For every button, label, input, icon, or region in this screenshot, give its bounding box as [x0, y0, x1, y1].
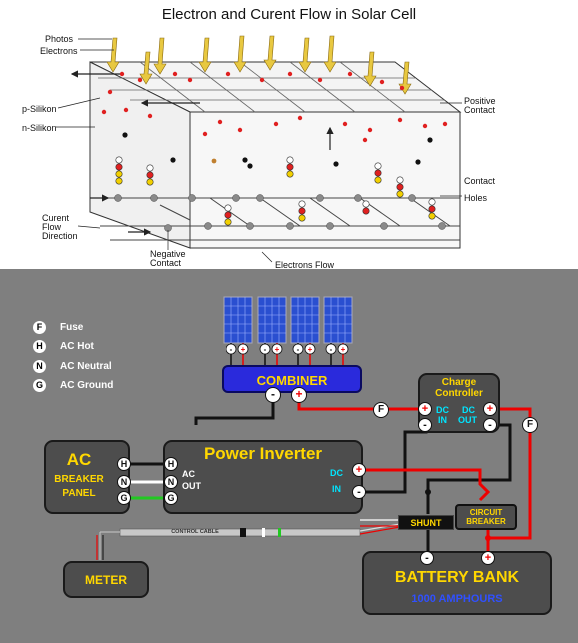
dc-out-label-2: OUT — [458, 415, 477, 425]
label-negative-contact: Contact — [150, 258, 182, 268]
solar-panels — [223, 296, 353, 344]
inverter-in-label: IN — [332, 484, 341, 494]
inverter-hot-terminal-icon: H — [164, 457, 178, 471]
svg-text:+: + — [275, 345, 280, 354]
fuse-icon: F — [373, 402, 389, 418]
legend-fuse-label: Fuse — [60, 321, 84, 333]
control-cable-label: CONTROL CABLE — [171, 529, 219, 535]
fuse-icon: F — [522, 417, 538, 433]
cc-in-negative-terminal: - — [418, 418, 432, 432]
neutral-key-icon: N — [33, 359, 46, 373]
ac-out-label-2: OUT — [182, 481, 201, 491]
combiner-box: COMBINER — [222, 365, 362, 393]
combiner-label: COMBINER — [256, 373, 328, 388]
label-flow: Flow — [42, 222, 62, 232]
battery-bank-label: BATTERY BANK — [394, 569, 520, 586]
label-n-silikon: n-Silikon — [22, 123, 57, 133]
top-diagram-title: Electron and Curent Flow in Solar Cell — [161, 6, 417, 23]
label-contact: Contact — [464, 176, 496, 186]
hot-terminal-icon: H — [117, 457, 131, 471]
svg-text:-: - — [230, 345, 233, 354]
label-p-silikon: p-Silikon — [22, 104, 57, 114]
svg-text:-: - — [264, 345, 267, 354]
ground-key-icon: G — [33, 378, 46, 392]
battery-bank-box: BATTERY BANK 1000 AMPHOURS — [362, 551, 552, 615]
cell-front-face — [189, 111, 461, 249]
battery-capacity-label: 1000 AMPHOURS — [411, 593, 503, 605]
inverter-dc-label: DC — [330, 468, 343, 478]
charge-controller-label-2: Controller — [435, 388, 483, 399]
legend-fuse: F Fuse — [33, 319, 83, 335]
battery-positive-terminal: + — [481, 551, 495, 565]
svg-text:-: - — [330, 345, 333, 354]
fuse-key-icon: F — [33, 320, 46, 334]
label-holes: Holes — [464, 193, 488, 203]
shunt-box: SHUNT — [398, 515, 454, 530]
solar-panel — [223, 296, 253, 344]
legend-ac-ground-label: AC Ground — [60, 379, 114, 391]
cc-out-positive-terminal: + — [483, 402, 497, 416]
circuit-breaker-box: CIRCUIT BREAKER — [455, 504, 517, 530]
charge-controller-label-1: Charge — [441, 377, 477, 388]
svg-text:+: + — [341, 345, 346, 354]
inverter-dc-negative-terminal: - — [352, 485, 366, 499]
inverter-ground-terminal-icon: G — [164, 491, 178, 505]
legend-ac-hot-label: AC Hot — [60, 340, 94, 352]
ac-panel-label-1: AC — [66, 450, 92, 469]
combiner-negative-terminal: - — [265, 387, 281, 403]
meter-box: METER — [63, 561, 149, 598]
power-inverter-box: Power Inverter AC OUT DC IN — [163, 440, 363, 514]
cc-in-positive-terminal: + — [418, 402, 432, 416]
dc-out-label-1: DC — [462, 405, 475, 415]
inverter-dc-positive-terminal: + — [352, 463, 366, 477]
hole-stack — [115, 156, 123, 185]
circuit-breaker-label-2: BREAKER — [466, 517, 506, 526]
battery-negative-terminal: - — [420, 551, 434, 565]
ac-panel-label-3: PANEL — [62, 488, 96, 499]
label-direction: Direction — [42, 231, 78, 241]
solar-panel — [257, 296, 287, 344]
solar-cell-cross-section — [56, 35, 462, 263]
label-negative: Negative — [150, 249, 186, 259]
label-electrons-flow: Electrons Flow — [275, 260, 335, 270]
svg-text:+: + — [308, 345, 313, 354]
combiner-positive-terminal: + — [291, 387, 307, 403]
dc-in-label-2: IN — [438, 415, 447, 425]
ground-terminal-icon: G — [117, 491, 131, 505]
label-electrons: Electrons — [40, 46, 78, 56]
neutral-terminal-icon: N — [117, 475, 131, 489]
legend-ac-neutral: N AC Neutral — [33, 358, 112, 374]
cc-out-negative-terminal: - — [483, 418, 497, 432]
solar-panel — [323, 296, 353, 344]
ac-out-label-1: AC — [182, 469, 195, 479]
ac-panel-label-2: BREAKER — [54, 474, 104, 485]
label-current: Curent — [42, 213, 70, 223]
legend-ac-neutral-label: AC Neutral — [60, 360, 112, 372]
legend-ac-hot: H AC Hot — [33, 338, 94, 354]
label-positive-contact: Contact — [464, 105, 496, 115]
legend-ac-ground: G AC Ground — [33, 377, 113, 393]
inverter-neutral-terminal-icon: N — [164, 475, 178, 489]
solar-panel — [290, 296, 320, 344]
svg-text:+: + — [241, 345, 246, 354]
hot-key-icon: H — [33, 339, 46, 353]
dc-in-label-1: DC — [436, 405, 449, 415]
label-positive: Positive — [464, 96, 496, 106]
panel-terminals: - + - + - + - + — [225, 342, 349, 355]
circuit-breaker-label-1: CIRCUIT — [469, 508, 503, 517]
power-inverter-label: Power Inverter — [203, 444, 323, 463]
shunt-label: SHUNT — [410, 518, 442, 528]
svg-text:-: - — [297, 345, 300, 354]
label-photos: Photos — [45, 34, 74, 44]
ac-breaker-panel: AC BREAKER PANEL — [44, 440, 130, 514]
meter-label: METER — [85, 573, 127, 587]
